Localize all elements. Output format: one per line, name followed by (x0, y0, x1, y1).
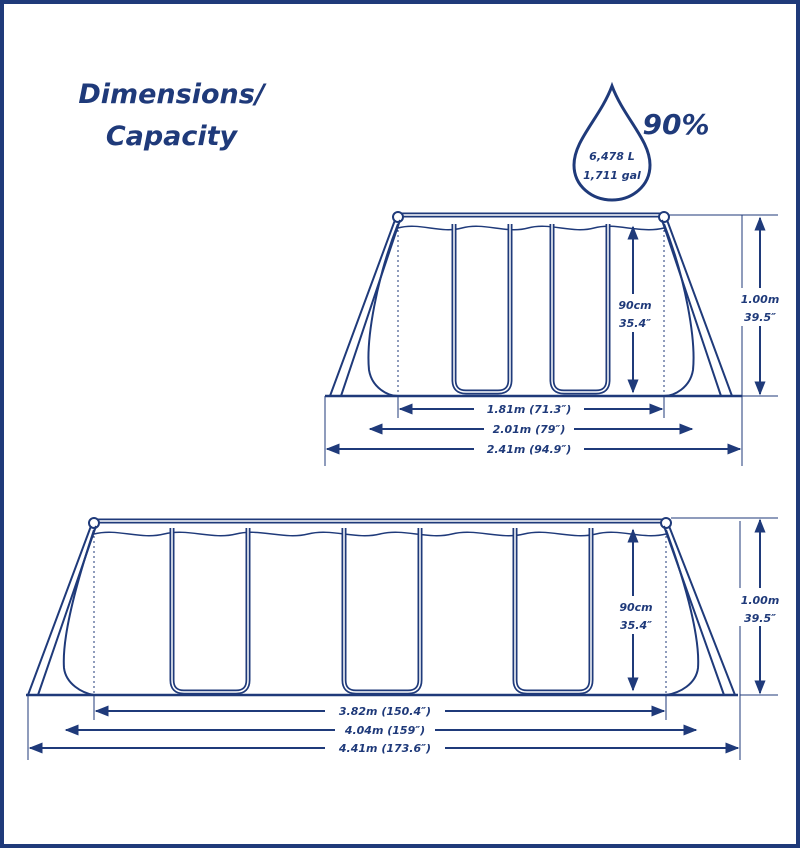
end-width-mid: 2.01m (79″) (493, 423, 566, 436)
side-length-inner: 3.82m (150.4″) (339, 705, 431, 718)
side-depth-imperial: 35.4″ (620, 619, 652, 632)
capacity-liters: 6,478 L (589, 150, 635, 163)
capacity-gallons: 1,711 gal (583, 169, 641, 182)
side-length-mid: 4.04m (159″) (344, 724, 425, 737)
end-width-inner: 1.81m (71.3″) (487, 403, 572, 416)
title-line-2: Capacity (105, 121, 238, 152)
side-depth-metric: 90cm (619, 601, 652, 614)
end-depth-metric: 90cm (618, 299, 651, 312)
water-drop-icon (572, 81, 652, 202)
end-width-outer: 2.41m (94.9″) (487, 443, 572, 456)
side-length-outer: 4.41m (173.6″) (338, 742, 431, 755)
end-height-imperial: 39.5″ (744, 311, 776, 324)
capacity-percent: 90% (642, 108, 709, 141)
side-view-pool (26, 517, 778, 760)
title-line-1: Dimensions/ (78, 79, 265, 110)
diagram-title: Dimensions/ Capacity (4, 74, 339, 158)
end-depth-imperial: 35.4″ (619, 317, 651, 330)
side-height-metric: 1.00m (741, 594, 780, 607)
end-height-metric: 1.00m (741, 293, 780, 306)
end-view-pool (324, 211, 778, 466)
side-height-imperial: 39.5″ (744, 612, 776, 625)
